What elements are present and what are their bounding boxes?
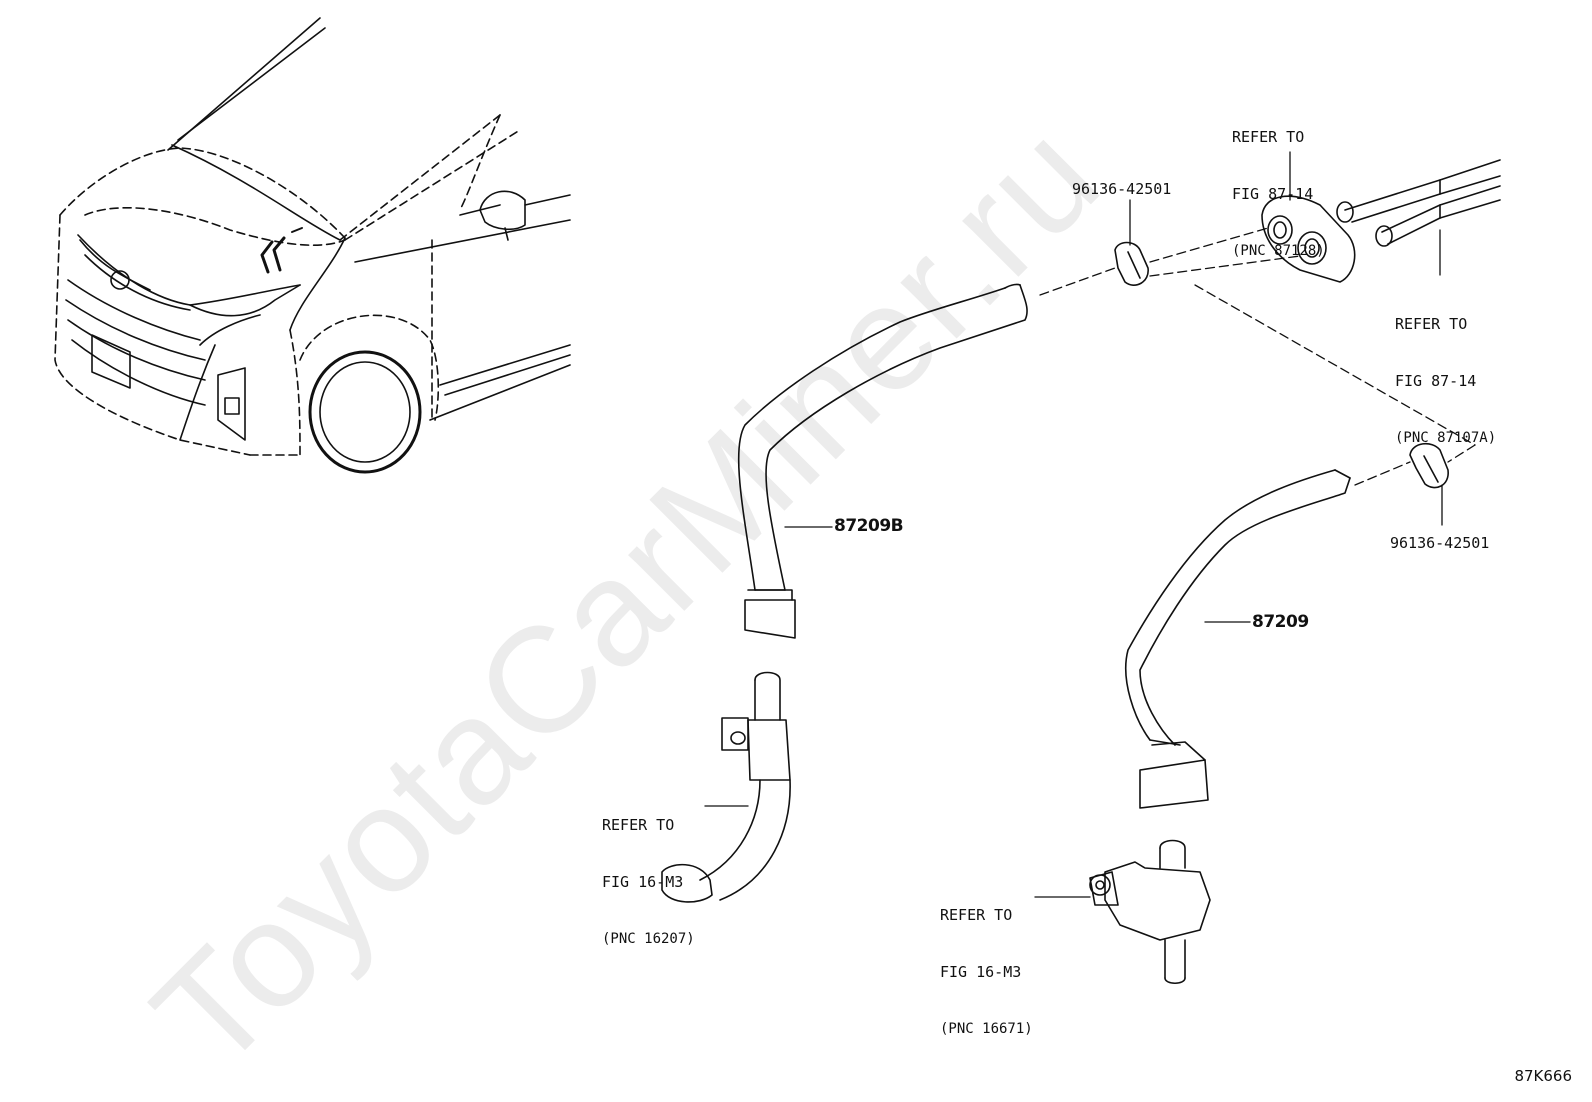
ref-connector-label: REFER TO FIG 16-M3 (PNC 16207) xyxy=(602,816,695,947)
part-number-87209b: 87209B xyxy=(834,516,904,536)
vehicle-illustration xyxy=(54,17,571,474)
pipes-part xyxy=(1336,159,1501,247)
leader-lines xyxy=(704,151,1443,898)
figure-id: 87K666 xyxy=(1514,1067,1572,1085)
part-number-clip-upper: 96136-42501 xyxy=(1072,180,1172,198)
clip-upper xyxy=(1114,241,1149,286)
connector-pipe xyxy=(661,671,791,903)
hose-87209b xyxy=(737,283,1028,639)
hose-87209 xyxy=(1124,469,1351,809)
ref-pump-label: REFER TO FIG 16-M3 (PNC 16671) xyxy=(940,906,1033,1037)
water-pump xyxy=(1089,839,1211,985)
grommet-part xyxy=(1261,195,1356,283)
ref-pipes-label: REFER TO FIG 87-14 (PNC 87107A) xyxy=(1395,315,1497,446)
assembly-lines xyxy=(1039,227,1476,486)
ref-grommet-label: REFER TO FIG 87-14 (PNC 87128) xyxy=(1232,128,1325,259)
clip-lower xyxy=(1409,442,1449,489)
part-number-clip-lower: 96136-42501 xyxy=(1390,534,1490,552)
part-number-87209: 87209 xyxy=(1252,612,1309,632)
